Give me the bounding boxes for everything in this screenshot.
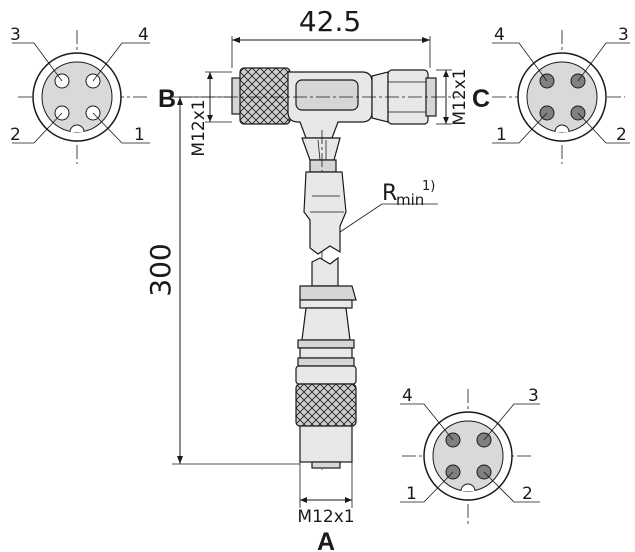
bend-radius-annotation: R min 1) — [339, 179, 438, 233]
pin-label-br: 2 — [522, 484, 533, 504]
pin-label-br: 2 — [616, 125, 627, 145]
dimension-thread-a: M12x1 — [297, 462, 355, 527]
dimension-thread-c: M12x1 — [436, 68, 470, 126]
pin-label-bl: 1 — [496, 125, 507, 145]
connector-a — [295, 256, 357, 469]
thread-b-label: M12x1 — [189, 99, 209, 156]
pin-label-br: 1 — [134, 125, 145, 145]
pin-label-tr: 4 — [138, 25, 149, 45]
tee-connector — [231, 67, 437, 173]
pin-label-tl: 3 — [10, 25, 21, 45]
pin-label-bl: 2 — [10, 125, 21, 145]
cable-upper — [303, 171, 347, 255]
pin-label-tr: 3 — [528, 386, 539, 406]
pin-label-tr: 3 — [618, 25, 629, 45]
dimension-thread-b: M12x1 — [189, 71, 232, 157]
bend-radius-sub: min — [396, 191, 424, 209]
pinout-c: 4 3 1 2 — [492, 25, 630, 164]
dimension-length-cable: 300 — [144, 243, 177, 296]
pinout-b: 3 4 2 1 — [10, 25, 150, 164]
port-c-label: C — [472, 85, 490, 113]
thread-c-label: M12x1 — [450, 68, 470, 125]
dimension-42-5: 42.5 — [231, 5, 431, 68]
port-b-label: B — [158, 85, 176, 113]
bend-radius-r: R — [382, 181, 397, 206]
pinout-a: 4 3 1 2 — [400, 386, 540, 524]
pin-label-tl: 4 — [494, 25, 505, 45]
bend-radius-footnote: 1) — [422, 179, 435, 194]
thread-a-label: M12x1 — [297, 507, 354, 527]
dimension-300: 300 — [144, 96, 300, 465]
dimension-length-top: 42.5 — [299, 5, 361, 38]
port-a-label: A — [317, 528, 335, 552]
pin-label-tl: 4 — [402, 386, 413, 406]
pin-label-bl: 1 — [406, 484, 417, 504]
